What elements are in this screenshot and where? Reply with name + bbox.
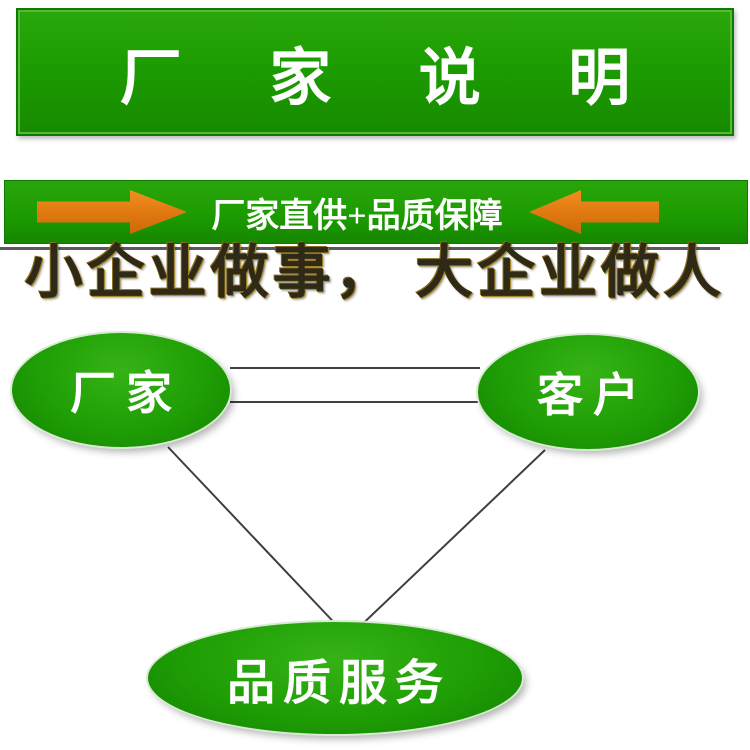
service-node: 品质服务 — [148, 622, 522, 734]
customer-service-line — [351, 449, 546, 635]
horizontal-divider — [0, 247, 720, 250]
supply-banner-label: 厂家直供+品质保障 — [211, 197, 503, 235]
factory-service-line — [167, 446, 346, 635]
page-title: 厂 家 说 明 — [119, 45, 667, 113]
title-banner: 厂 家 说 明 — [16, 8, 734, 136]
factory-node: 厂家 — [12, 333, 230, 447]
supply-banner: 厂家直供+品质保障 — [4, 180, 748, 244]
factory-node-label: 厂家 — [70, 368, 182, 419]
customer-node-label: 客户 — [537, 370, 649, 421]
customer-node: 客户 — [478, 335, 698, 449]
slogan-text: 小企业做事， 大企业做人 — [24, 240, 726, 305]
service-node-label: 品质服务 — [226, 657, 451, 710]
